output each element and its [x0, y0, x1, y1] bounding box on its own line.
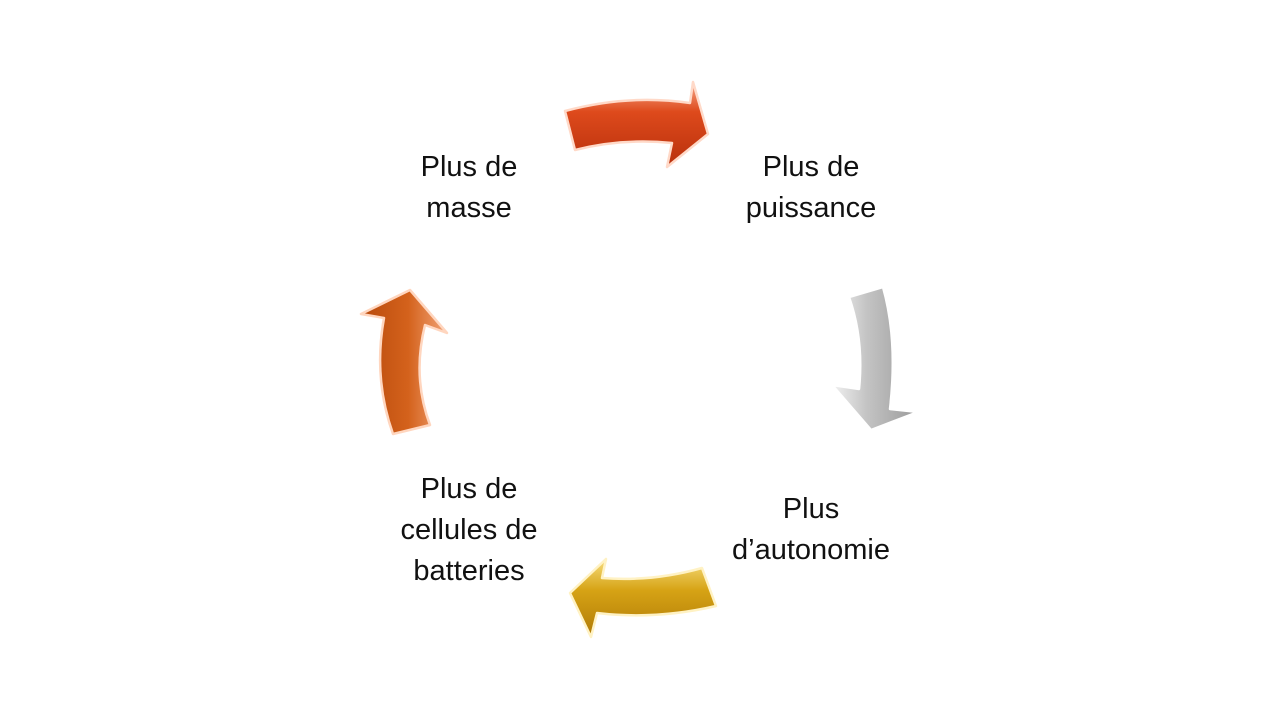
node-line: Plus: [782, 493, 840, 525]
node-line: batteries: [413, 555, 525, 587]
node-plus-de-masse: Plus de masse: [349, 147, 589, 229]
node-line: Plus de: [762, 151, 860, 183]
node-line: d’autonomie: [732, 534, 890, 566]
node-plus-de-cellules-de-batteries: Plus de cellules de batteries: [349, 469, 589, 592]
node-line: Plus de: [420, 473, 518, 505]
arrow-puissance-to-autonomie: [830, 285, 920, 432]
node-line: Plus de: [420, 151, 518, 183]
arrow-batteries-to-masse: [359, 288, 449, 436]
arrow-autonomie-to-batteries: [568, 557, 718, 639]
node-line: puissance: [745, 192, 877, 224]
node-line: masse: [426, 192, 512, 224]
arrow-masse-to-puissance: [563, 80, 710, 169]
node-plus-d-autonomie: Plus d’autonomie: [691, 489, 931, 571]
node-line: cellules de: [400, 514, 538, 546]
node-plus-de-puissance: Plus de puissance: [691, 147, 931, 229]
